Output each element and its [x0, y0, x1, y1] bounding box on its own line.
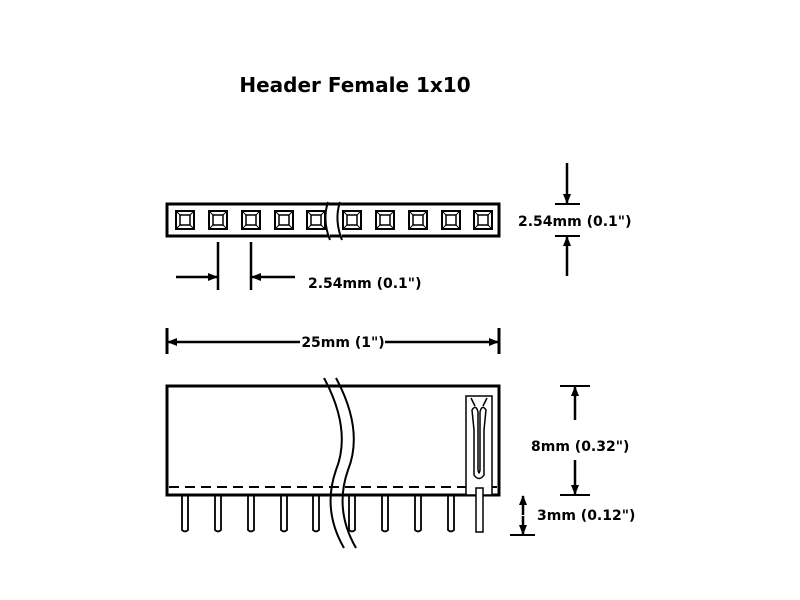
socket-hole: [306, 210, 326, 230]
socket-hole: [241, 210, 261, 230]
pin: [247, 495, 255, 533]
pin: [312, 495, 320, 533]
contact-cutaway: [465, 395, 493, 496]
top-view: [165, 202, 501, 238]
side-break-mark: [323, 377, 357, 549]
pin: [348, 495, 356, 533]
pin: [447, 495, 455, 533]
pin: [414, 495, 422, 533]
pin-length-dimension: [510, 495, 535, 536]
socket-hole: [175, 210, 195, 230]
diagram-title: Header Female 1x10: [239, 73, 470, 97]
length-label: 25mm (1"): [301, 335, 384, 351]
pitch-label: 2.54mm (0.1"): [308, 276, 421, 292]
side-view: [165, 384, 501, 533]
socket-hole: [473, 210, 493, 230]
pin: [381, 495, 389, 533]
body-height-dimension: [560, 385, 590, 496]
socket-hole: [274, 210, 294, 230]
break-mark: [324, 201, 343, 241]
pin: [280, 495, 288, 533]
socket-hole: [408, 210, 428, 230]
height-dimension: [555, 163, 580, 276]
pin: [181, 495, 189, 533]
body-height-label: 8mm (0.32"): [531, 439, 629, 455]
socket-hole: [342, 210, 362, 230]
pitch-dimension: [176, 242, 295, 290]
socket-hole: [208, 210, 228, 230]
height-label: 2.54mm (0.1"): [518, 214, 631, 230]
pin-length-label: 3mm (0.12"): [537, 508, 635, 524]
length-dimension: [165, 328, 501, 354]
socket-hole: [441, 210, 461, 230]
socket-hole: [375, 210, 395, 230]
pin: [214, 495, 222, 533]
